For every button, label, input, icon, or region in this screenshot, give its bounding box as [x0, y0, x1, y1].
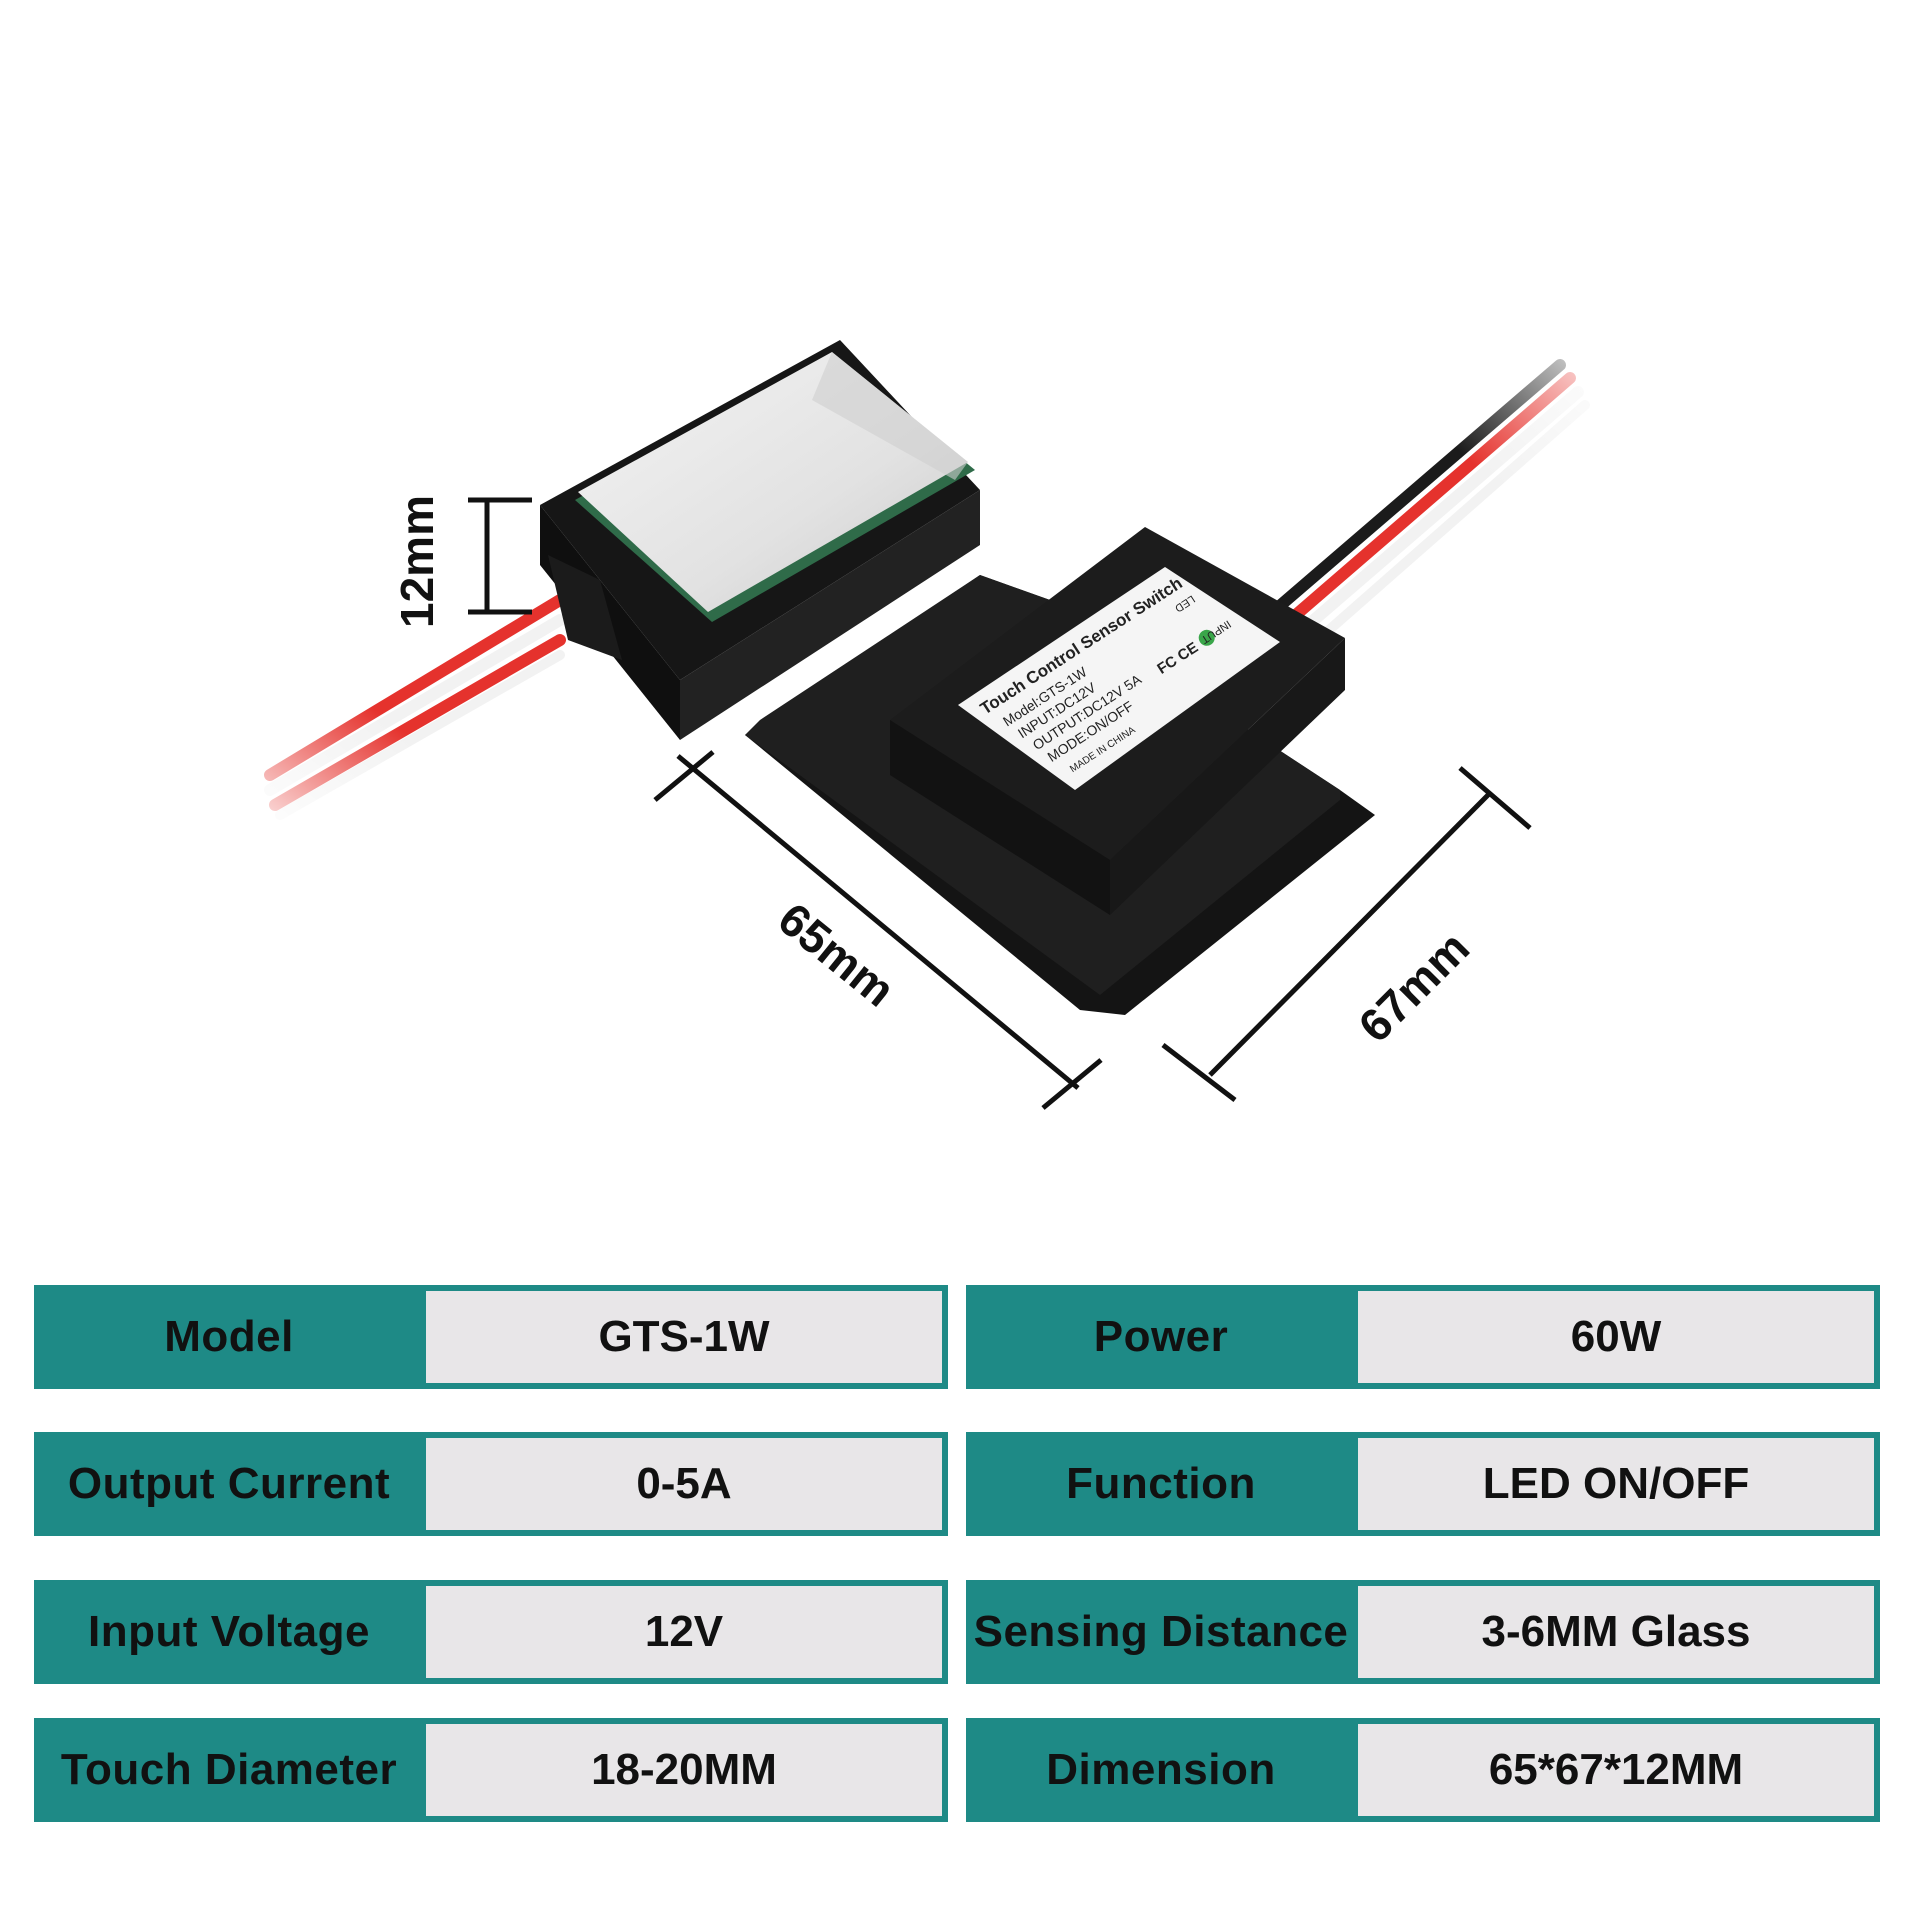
left-cable [240, 580, 580, 840]
spec-value: LED ON/OFF [1358, 1438, 1874, 1530]
rohs-icon [1198, 629, 1215, 646]
spec-row-power: Power 60W [966, 1285, 1880, 1389]
spec-row-touch-diameter: Touch Diameter 18-20MM [34, 1718, 948, 1822]
spec-value: 0-5A [426, 1438, 942, 1530]
spec-label: Function [1066, 1459, 1256, 1508]
spec-value: 65*67*12MM [1358, 1724, 1874, 1816]
dimension-height-label: 12mm [391, 495, 443, 628]
spec-label: Touch Diameter [60, 1745, 398, 1794]
spec-row-dimension: Dimension 65*67*12MM [966, 1718, 1880, 1822]
spec-row-input-voltage: Input Voltage 12V [34, 1580, 948, 1684]
spec-label: Model [164, 1312, 294, 1361]
spec-row-function: Function LED ON/OFF [966, 1432, 1880, 1536]
spec-label: Output Current [67, 1459, 391, 1508]
spec-value: GTS-1W [426, 1291, 942, 1383]
spec-label: Input Voltage [88, 1607, 370, 1656]
spec-value: 18-20MM [426, 1724, 942, 1816]
dimension-width-label: 67mm [1348, 921, 1479, 1052]
spec-value: 60W [1358, 1291, 1874, 1383]
dimension-length-label: 65mm [769, 892, 905, 1016]
spec-label: Dimension [1046, 1745, 1276, 1794]
touch-sensor-pad [540, 340, 980, 740]
spec-label: Power [1093, 1312, 1229, 1361]
dimension-width-marker [1161, 766, 1532, 1102]
dimension-height-marker [468, 497, 532, 615]
spec-label: Sensing Distance [973, 1607, 1349, 1656]
spec-row-output-current: Output Current 0-5A [34, 1432, 948, 1536]
dimension-length-marker [653, 750, 1103, 1110]
spec-row-model: Model GTS-1W [34, 1285, 948, 1389]
spec-value: 3-6MM Glass [1358, 1586, 1874, 1678]
right-cable [1260, 330, 1610, 660]
spec-row-sensing-distance: Sensing Distance 3-6MM Glass [966, 1580, 1880, 1684]
main-module [745, 527, 1375, 1015]
spec-value: 12V [426, 1586, 942, 1678]
